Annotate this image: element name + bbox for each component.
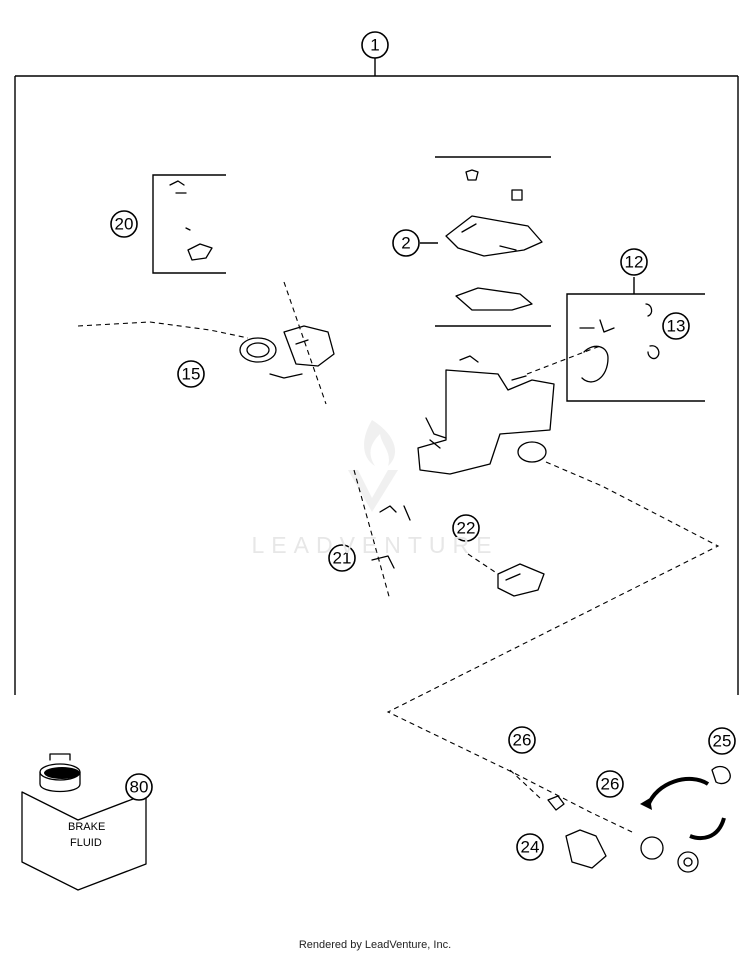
svg-text:22: 22 xyxy=(457,519,476,538)
brake-hose xyxy=(386,345,720,833)
callout-13: 13 xyxy=(662,312,690,340)
part-21-drawing xyxy=(353,469,411,601)
svg-text:80: 80 xyxy=(130,778,149,797)
assembly-frame xyxy=(14,58,739,695)
callout-20: 20 xyxy=(110,210,138,238)
part-15-drawing xyxy=(77,281,335,405)
callout-26-lower: 26 xyxy=(596,770,624,798)
callout-15: 15 xyxy=(177,360,205,388)
svg-text:24: 24 xyxy=(521,838,540,857)
part-12-box xyxy=(566,277,705,402)
callout-24: 24 xyxy=(516,833,544,861)
callout-2: 2 xyxy=(392,229,420,257)
svg-text:13: 13 xyxy=(667,317,686,336)
bottle-label-line2: FLUID xyxy=(70,837,102,849)
svg-text:21: 21 xyxy=(333,549,352,568)
svg-text:2: 2 xyxy=(401,234,410,253)
svg-text:12: 12 xyxy=(625,253,644,272)
rotation-arrow-icon xyxy=(646,776,710,807)
callout-80: 80 xyxy=(125,773,153,801)
footer-credit: Rendered by LeadVenture, Inc. xyxy=(298,939,452,951)
svg-text:25: 25 xyxy=(713,732,732,751)
callout-25: 25 xyxy=(708,727,736,755)
svg-text:26: 26 xyxy=(513,731,532,750)
callout-1: 1 xyxy=(361,31,389,59)
svg-text:15: 15 xyxy=(182,365,201,384)
leadventure-logo-icon xyxy=(348,420,398,512)
part-2-drawing xyxy=(420,156,551,327)
callout-21: 21 xyxy=(328,544,356,572)
svg-text:20: 20 xyxy=(115,215,134,234)
part-20-box xyxy=(152,174,226,274)
callout-12: 12 xyxy=(620,248,648,276)
bottle-cap xyxy=(44,767,80,779)
brake-fluid-bottle: BRAKE FLUID xyxy=(21,753,147,891)
callout-26-upper: 26 xyxy=(508,726,536,754)
caliper-drawing xyxy=(417,355,555,475)
bottle-label-line1: BRAKE xyxy=(68,821,105,833)
part-22-drawing xyxy=(467,553,545,597)
callout-22: 22 xyxy=(452,514,480,542)
svg-text:26: 26 xyxy=(601,775,620,794)
hose-fittings-drawing xyxy=(509,765,731,873)
svg-text:1: 1 xyxy=(370,36,379,55)
